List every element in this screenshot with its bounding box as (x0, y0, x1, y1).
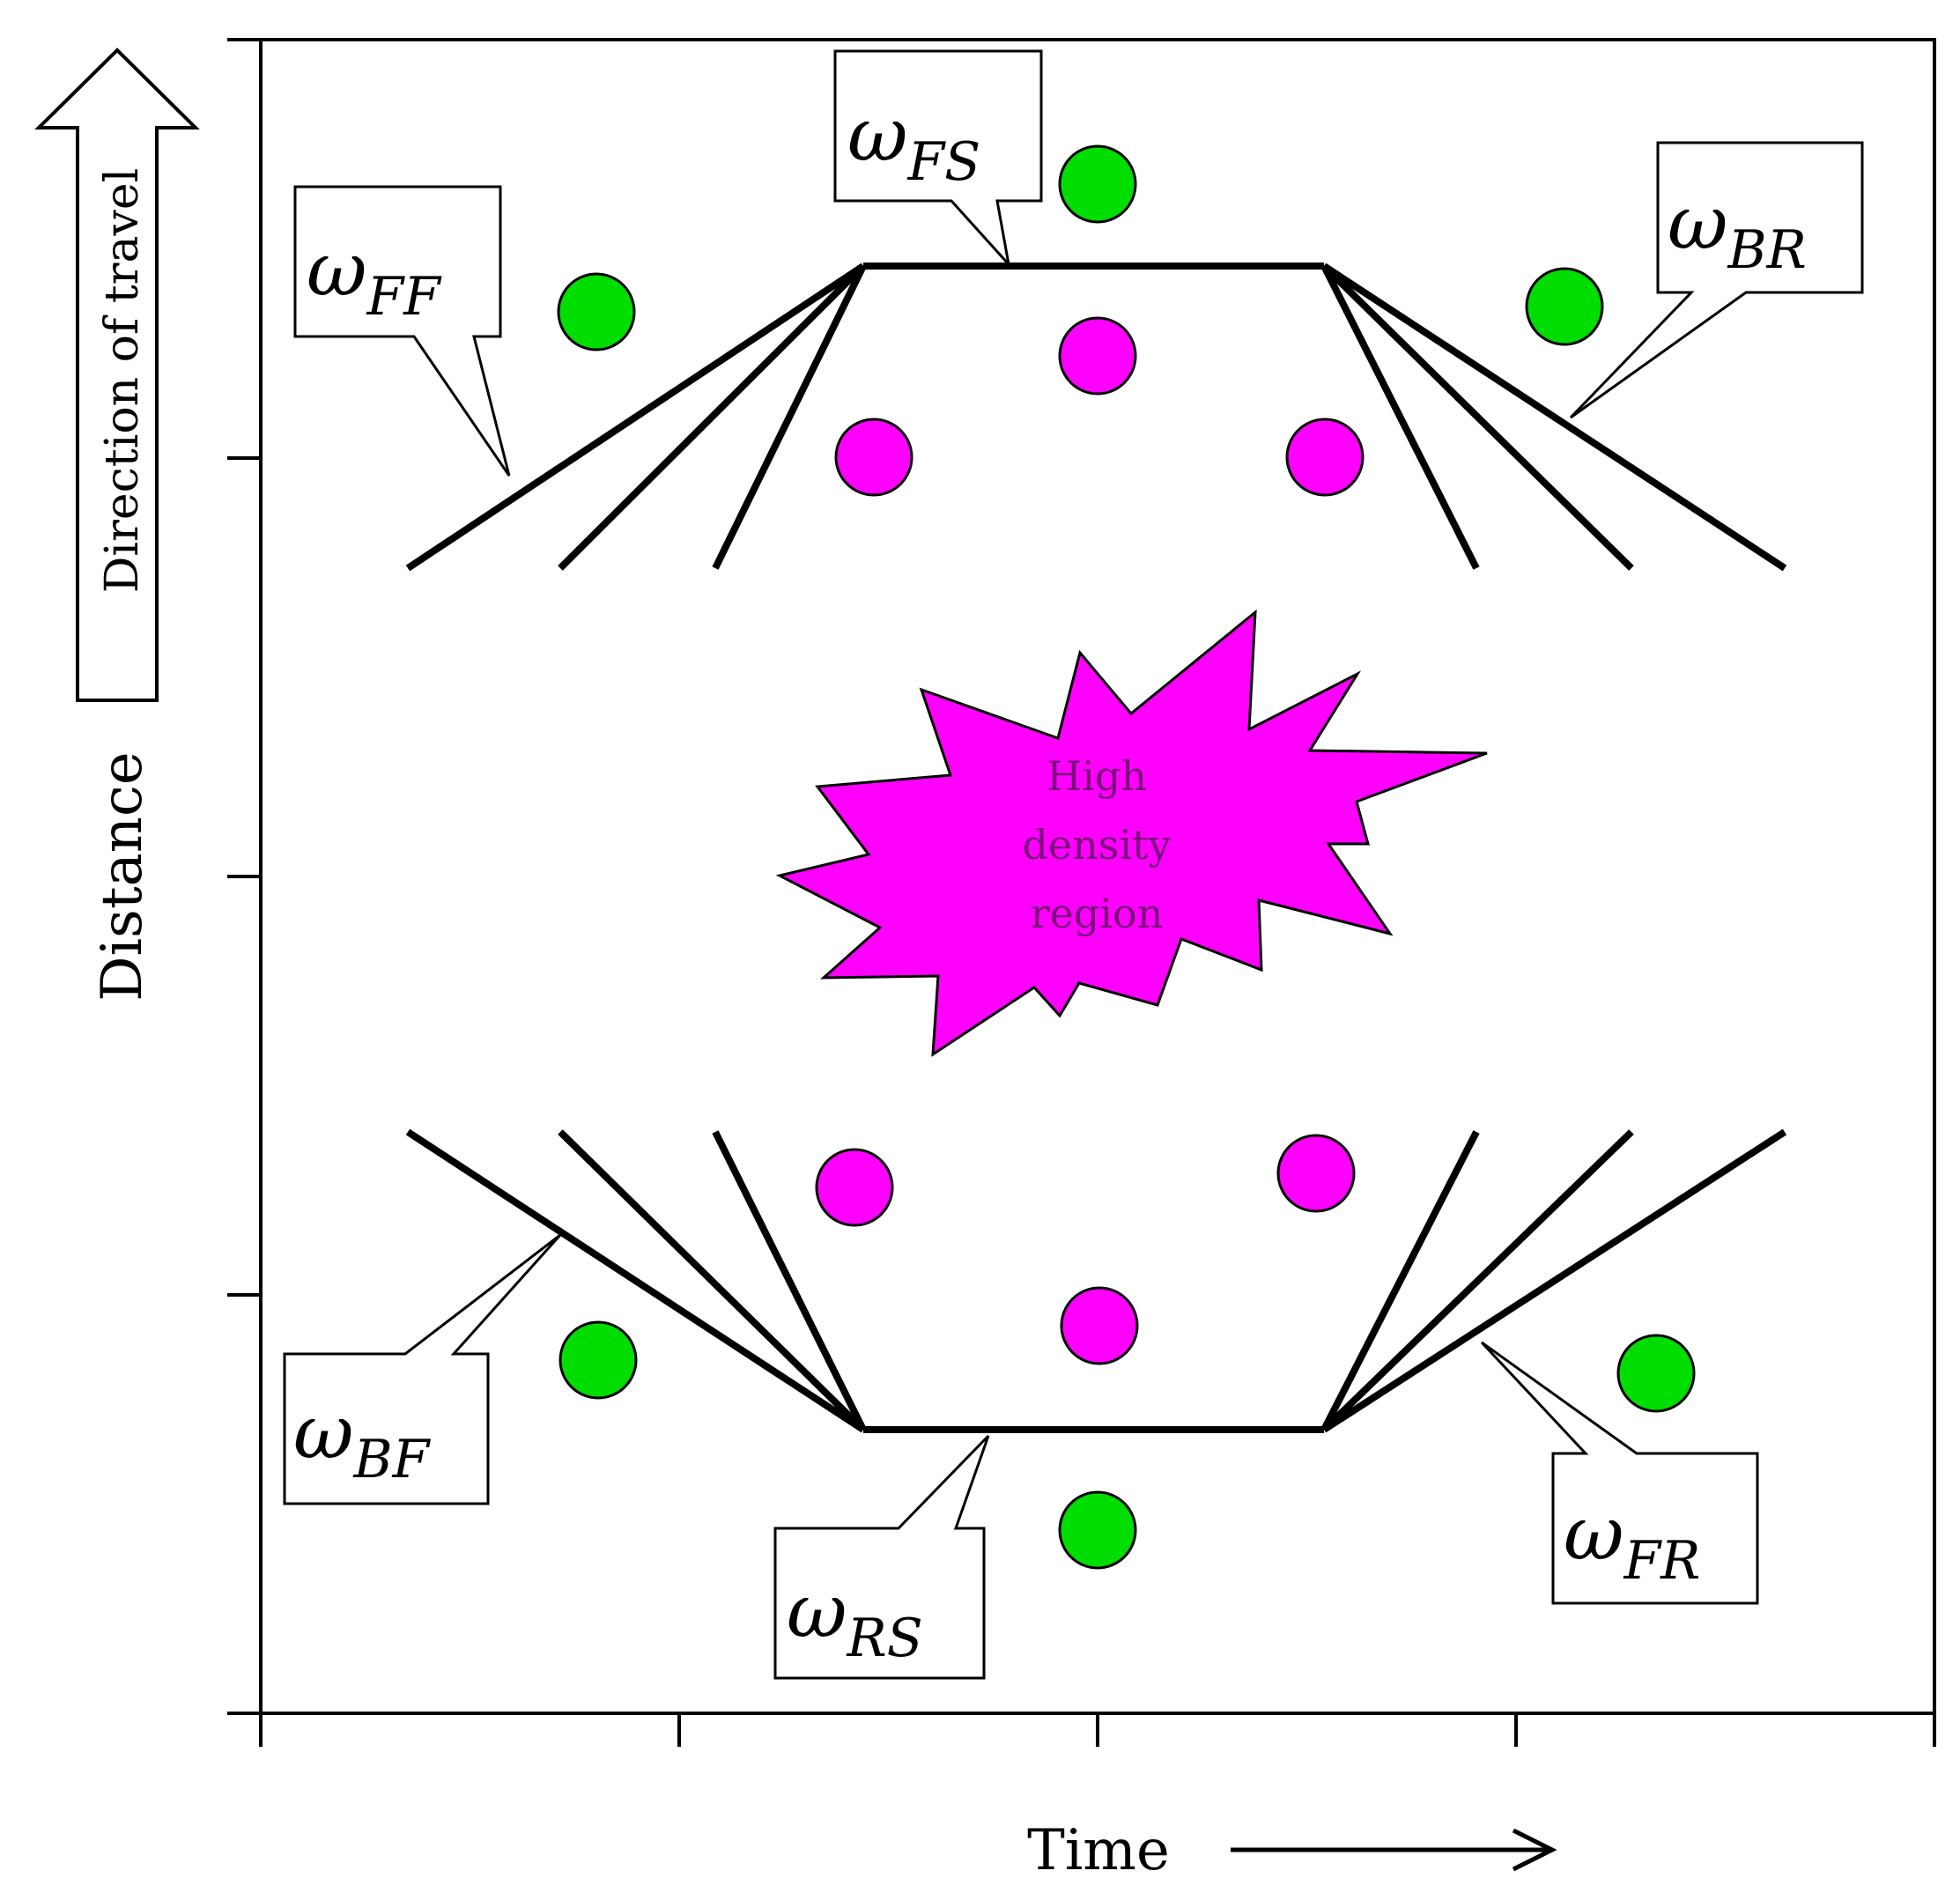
magenta-dot (834, 418, 913, 497)
green-dot (1525, 267, 1604, 346)
callout-omega-bf: ωBF (283, 1233, 562, 1505)
svg-text:ωBR: ωBR (1668, 180, 1807, 281)
magenta-dot (1060, 1286, 1139, 1365)
magenta-dot (815, 1148, 894, 1227)
x-axis-ticks (259, 1713, 1936, 1747)
burst-label-line: density (1022, 821, 1171, 869)
x-axis-label: Time (1027, 1818, 1170, 1883)
magenta-dot (1058, 316, 1137, 396)
callout-box (293, 185, 511, 477)
wave-line (1321, 1128, 1787, 1433)
omega-subscript: FS (907, 131, 981, 193)
direction-arrow-icon (34, 48, 200, 702)
omega-symbol: ω (293, 1389, 354, 1475)
callout-omega-br: ωBR (1569, 141, 1864, 419)
wave-line (1321, 1129, 1634, 1432)
svg-text:ωFR: ωFR (1564, 1490, 1700, 1592)
burst-label-line: region (1031, 890, 1164, 937)
omega-subscript: FF (366, 266, 443, 328)
omega-subscript: BF (353, 1429, 432, 1490)
magenta-regions (815, 316, 1365, 1365)
green-dot (557, 272, 636, 351)
svg-text:ωFF: ωFF (307, 226, 442, 328)
wave-line (1320, 264, 1480, 570)
wave-line (558, 1129, 866, 1432)
omega-subscript: FR (1623, 1530, 1701, 1592)
callout-box (1480, 1341, 1759, 1605)
callout-box (283, 1233, 562, 1505)
svg-text:ωRS: ωRS (787, 1568, 923, 1669)
magenta-dot (1285, 418, 1365, 497)
time-arrow-icon (1231, 1828, 1557, 1872)
wave-line (1321, 263, 1634, 571)
direction-of-travel-label: Direction of travel (96, 168, 149, 594)
green-dot (1058, 144, 1137, 224)
green-regions (557, 144, 1696, 1570)
wave-line (405, 1128, 866, 1433)
green-dot (1058, 1490, 1137, 1570)
wave-line (1320, 1130, 1480, 1431)
green-dot (1616, 1334, 1696, 1413)
callout-omega-fs: ωFS (833, 49, 1043, 269)
callout-box (1569, 141, 1864, 419)
svg-text:ωBF: ωBF (293, 1389, 432, 1490)
high-density-burst (775, 609, 1488, 1057)
omega-symbol: ω (1564, 1490, 1624, 1577)
omega-subscript: RS (847, 1608, 923, 1669)
y-axis-label: Distance (90, 751, 155, 1001)
y-axis-ticks (227, 38, 261, 1715)
callout-box (833, 49, 1043, 269)
wave-line (405, 263, 866, 572)
burst-label-line: High (1047, 752, 1147, 800)
wave-line (712, 264, 867, 570)
lower-wave-lines (405, 1128, 1787, 1433)
green-dot (558, 1320, 638, 1400)
omega-symbol: ω (307, 226, 367, 313)
callout-omega-fr: ωFR (1480, 1341, 1759, 1605)
magenta-dot (1276, 1134, 1356, 1213)
callout-omega-rs: ωRS (773, 1434, 990, 1680)
upper-wave-lines (405, 263, 1787, 572)
omega-symbol: ω (1668, 180, 1728, 266)
wave-line (558, 263, 866, 571)
callout-box (773, 1434, 990, 1680)
wave-line (1321, 263, 1787, 572)
svg-text:ωFS: ωFS (847, 92, 980, 193)
wave-line (712, 1130, 867, 1431)
omega-symbol: ω (847, 92, 908, 178)
callout-omega-ff: ωFF (293, 185, 511, 477)
omega-subscript: BR (1727, 219, 1807, 281)
high-density-label: High density region (1022, 752, 1171, 937)
omega-symbol: ω (787, 1568, 847, 1654)
